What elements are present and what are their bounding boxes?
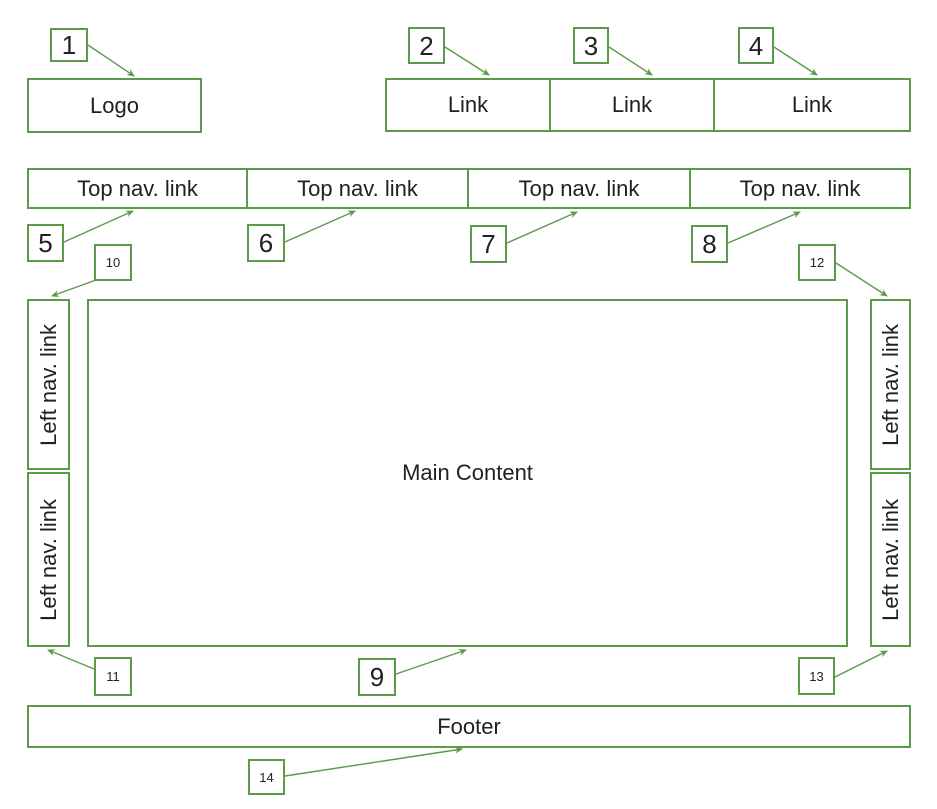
callout-9: 9 <box>358 658 396 696</box>
right-nav-link-label: Left nav. link <box>877 323 903 446</box>
callout-1: 1 <box>50 28 88 62</box>
callout-number: 14 <box>259 769 274 785</box>
callout-12: 12 <box>798 244 836 281</box>
arrow-callout-11 <box>47 649 95 670</box>
arrow-callout-8 <box>727 211 801 244</box>
top-nav-link-label: Top nav. link <box>297 175 418 201</box>
callout-3: 3 <box>573 27 609 64</box>
callout-number: 13 <box>809 668 824 684</box>
arrow-callout-5 <box>63 210 134 243</box>
callout-5: 5 <box>27 224 64 262</box>
callout-number: 2 <box>419 30 434 61</box>
left-nav-link-label: Left nav. link <box>35 323 61 446</box>
top-nav-link-box-3: Top nav. link <box>467 168 691 209</box>
callout-number: 12 <box>809 255 825 270</box>
top-nav-link-label: Top nav. link <box>739 175 861 201</box>
right-nav-link-box-1: Left nav. link <box>870 299 911 470</box>
arrow-callout-10 <box>51 279 97 297</box>
top-nav-link-label: Top nav. link <box>518 175 640 201</box>
callout-13: 13 <box>798 657 835 695</box>
arrow-callout-7 <box>506 211 578 244</box>
callout-10: 10 <box>94 244 132 281</box>
callout-11: 11 <box>94 657 132 696</box>
callout-8: 8 <box>691 225 728 263</box>
top-nav-link-box-4: Top nav. link <box>689 168 911 209</box>
arrow-callout-6 <box>284 210 356 243</box>
arrow-callout-2 <box>444 46 490 76</box>
main-content-label: Main Content <box>402 460 533 485</box>
callout-number: 7 <box>481 229 496 259</box>
arrow-callout-9 <box>395 648 467 675</box>
header-link-label: Link <box>791 92 833 117</box>
top-nav-link-box-1: Top nav. link <box>27 168 248 209</box>
arrow-callout-3 <box>608 46 653 76</box>
top-nav-link-box-2: Top nav. link <box>246 168 469 209</box>
main-content-box: Main Content <box>87 299 848 647</box>
callout-2: 2 <box>408 27 445 64</box>
callout-number: 10 <box>105 255 121 270</box>
callout-number: 6 <box>258 228 274 258</box>
left-nav-link-box-2: Left nav. link <box>27 472 70 647</box>
header-link-box-2: Link <box>549 78 715 132</box>
callout-number: 1 <box>61 30 77 60</box>
callout-number: 3 <box>583 30 599 61</box>
logo-box: Logo <box>27 78 202 133</box>
logo-label: Logo <box>90 92 139 118</box>
arrow-callout-14 <box>284 746 463 777</box>
arrow-callout-4 <box>773 46 818 76</box>
callout-14: 14 <box>248 759 285 795</box>
callout-number: 11 <box>106 669 120 684</box>
callout-4: 4 <box>738 27 774 64</box>
footer-label: Footer <box>437 713 501 739</box>
header-link-label: Link <box>611 92 653 117</box>
footer-box: Footer <box>27 705 911 748</box>
left-nav-link-label: Left nav. link <box>35 498 61 621</box>
callout-number: 9 <box>369 662 385 692</box>
arrow-callout-1 <box>87 44 135 77</box>
right-nav-link-label: Left nav. link <box>877 498 903 621</box>
arrow-callout-12 <box>835 262 888 297</box>
callout-6: 6 <box>247 224 285 262</box>
arrow-callout-13 <box>834 650 888 678</box>
callout-number: 5 <box>38 228 53 258</box>
header-link-box-3: Link <box>713 78 911 132</box>
callout-7: 7 <box>470 225 507 263</box>
top-nav-link-label: Top nav. link <box>77 175 198 201</box>
header-link-box-1: Link <box>385 78 551 132</box>
callout-number: 8 <box>702 229 717 259</box>
right-nav-link-box-2: Left nav. link <box>870 472 911 647</box>
left-nav-link-box-1: Left nav. link <box>27 299 70 470</box>
header-link-label: Link <box>447 92 489 117</box>
callout-number: 4 <box>748 30 764 61</box>
